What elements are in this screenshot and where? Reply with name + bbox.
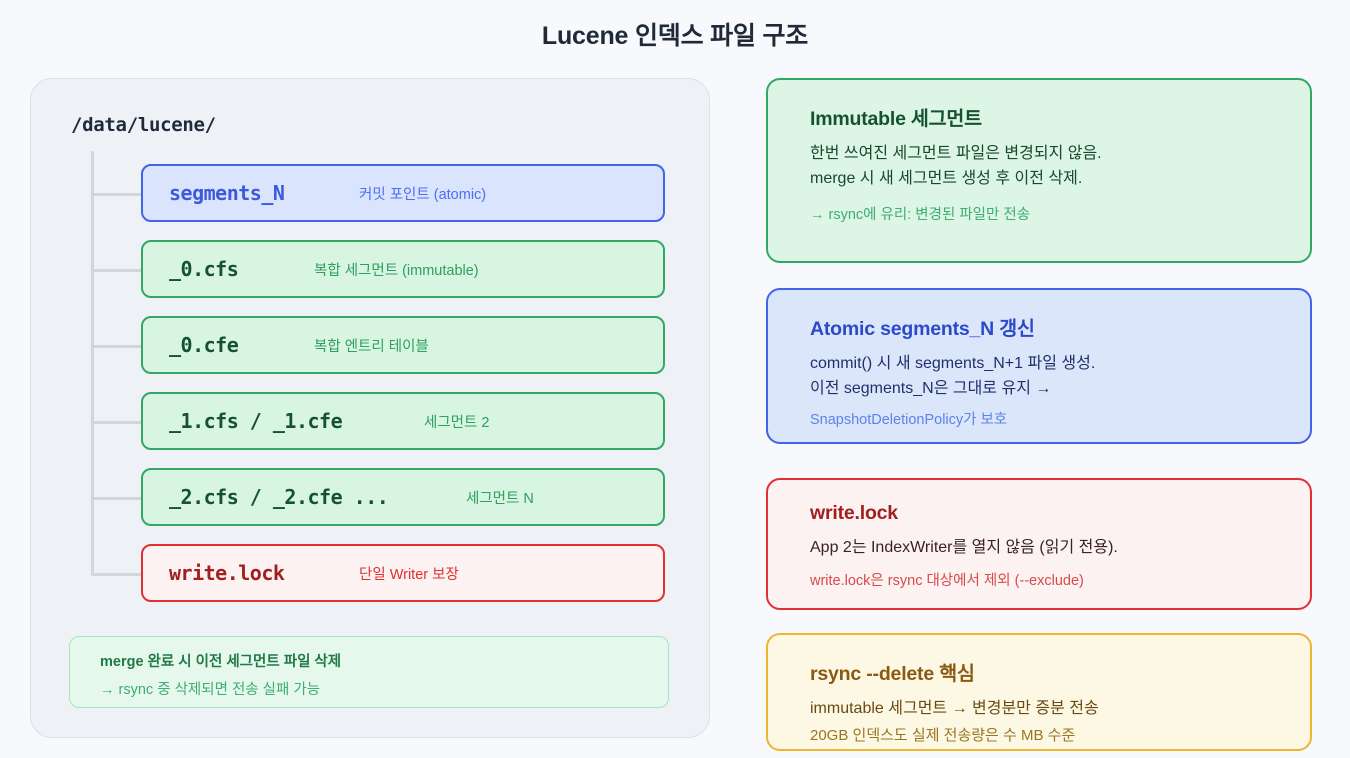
tree-row-write-lock[interactable]: write.lock 단일 Writer 보장 [141, 544, 665, 602]
tree-row-description: 복합 엔트리 테이블 [314, 338, 429, 355]
tree-row-description: 세그먼트 N [466, 490, 534, 507]
card-title: write.lock [810, 502, 898, 524]
tree-row-1-cfs-cfe[interactable]: _1.cfs / _1.cfe 세그먼트 2 [141, 392, 665, 450]
file-tree-panel: /data/lucene/ segments_N 커밋 포인트 (atomic)… [30, 78, 710, 738]
tree-row-description: 커밋 포인트 (atomic) [359, 186, 487, 203]
tree-connector [91, 345, 143, 348]
tree-row-filename: _0.cfs [169, 257, 239, 281]
tree-connector [91, 193, 143, 196]
card-line-2: merge 시 새 세그먼트 생성 후 이전 삭제. [810, 169, 1083, 187]
tree-row-description: 단일 Writer 보장 [359, 566, 459, 583]
card-title: rsync --delete 핵심 [810, 663, 975, 685]
card-atomic-segments-update: Atomic segments_N 갱신 commit() 시 새 segmen… [766, 288, 1312, 444]
tree-connector [91, 497, 143, 500]
card-line-2: 이전 segments_N은 그대로 유지 → [810, 379, 1052, 397]
card-title: Atomic segments_N 갱신 [810, 318, 1035, 340]
card-note: SnapshotDeletionPolicy가 보호 [810, 411, 1008, 428]
tree-row-2-cfs-cfe[interactable]: _2.cfs / _2.cfe ... 세그먼트 N [141, 468, 665, 526]
tree-spine-line [91, 151, 94, 575]
merge-note-box: merge 완료 시 이전 세그먼트 파일 삭제 → rsync 중 삭제되면 … [69, 636, 669, 708]
tree-connector [91, 269, 143, 272]
tree-connector [91, 573, 143, 576]
card-line-1: App 2는 IndexWriter를 열지 않음 (읽기 전용). [810, 539, 1118, 556]
card-line-1: commit() 시 새 segments_N+1 파일 생성. [810, 355, 1096, 372]
card-title: Immutable 세그먼트 [810, 108, 982, 130]
page-title: Lucene 인덱스 파일 구조 [541, 22, 809, 50]
tree-row-0-cfe[interactable]: _0.cfe 복합 엔트리 테이블 [141, 316, 665, 374]
tree-row-segments-n[interactable]: segments_N 커밋 포인트 (atomic) [141, 164, 665, 222]
tree-row-filename: _2.cfs / _2.cfe ... [169, 485, 389, 509]
tree-connector [91, 421, 143, 424]
card-rsync-delete: rsync --delete 핵심 immutable 세그먼트 → 변경분만 … [766, 633, 1312, 751]
card-note: → rsync에 유리: 변경된 파일만 전송 [810, 206, 1031, 223]
card-write-lock: write.lock App 2는 IndexWriter를 열지 않음 (읽기… [766, 478, 1312, 610]
card-immutable-segment: Immutable 세그먼트 한번 쓰여진 세그먼트 파일은 변경되지 않음. … [766, 78, 1312, 263]
merge-note-subtitle: → rsync 중 삭제되면 전송 실패 가능 [100, 682, 321, 698]
card-line-1: 한번 쓰여진 세그먼트 파일은 변경되지 않음. [810, 145, 1102, 162]
tree-row-filename: write.lock [169, 561, 285, 585]
card-note: 20GB 인덱스도 실제 전송량은 수 MB 수준 [810, 726, 1076, 744]
tree-row-0-cfs[interactable]: _0.cfs 복합 세그먼트 (immutable) [141, 240, 665, 298]
tree-row-filename: _0.cfe [169, 333, 239, 357]
tree-row-description: 세그먼트 2 [424, 414, 490, 431]
tree-root-path: /data/lucene/ [71, 114, 216, 136]
tree-row-description: 복합 세그먼트 (immutable) [314, 262, 479, 279]
merge-note-title: merge 완료 시 이전 세그먼트 파일 삭제 [100, 654, 342, 670]
tree-row-filename: _1.cfs / _1.cfe [169, 409, 343, 433]
card-note: write.lock은 rsync 대상에서 제외 (--exclude) [810, 572, 1084, 589]
card-line-1: immutable 세그먼트 → 변경분만 증분 전송 [810, 700, 1099, 717]
tree-row-filename: segments_N [169, 181, 285, 205]
